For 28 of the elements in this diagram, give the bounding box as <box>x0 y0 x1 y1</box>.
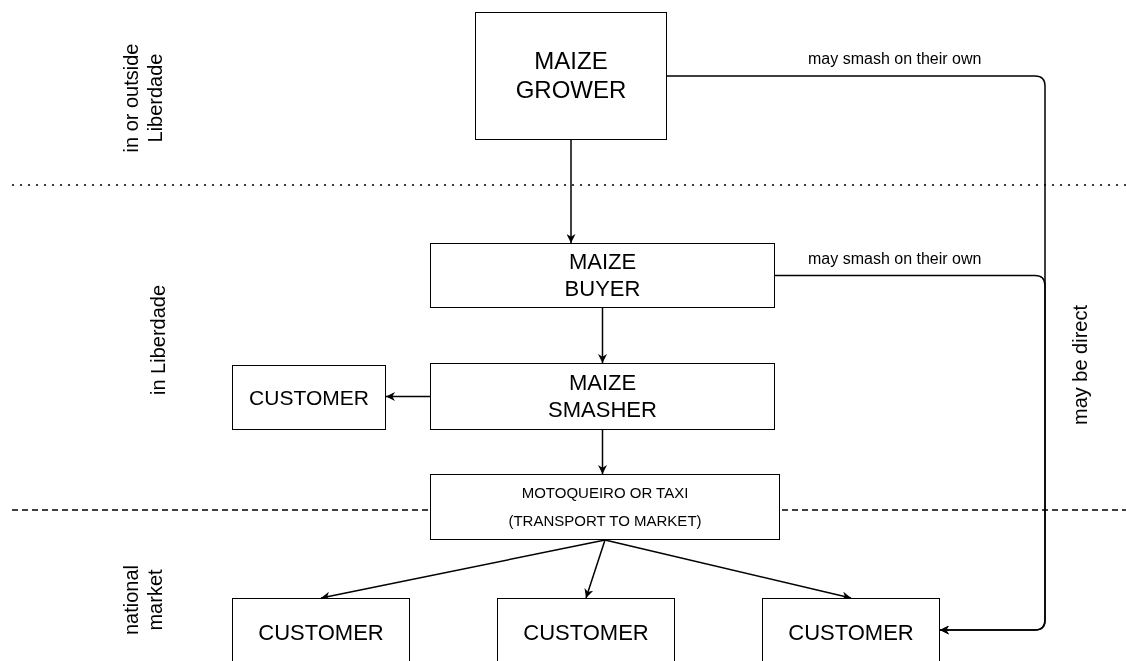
process-box <box>430 243 775 308</box>
arrow <box>598 307 607 364</box>
edge-label: may smash on their own <box>808 50 982 68</box>
arrow <box>584 539 606 599</box>
process-box <box>430 363 775 430</box>
zone-label: national market <box>119 563 167 638</box>
arrow <box>598 429 607 475</box>
arrow <box>385 392 431 401</box>
box-label: CUSTOMER <box>788 619 914 647</box>
process-box <box>430 474 780 540</box>
zone-label: in Liberdade <box>146 283 170 398</box>
box-label: MAIZE BUYER <box>563 249 642 302</box>
process-box <box>497 598 675 661</box>
box-label: CUSTOMER <box>258 619 384 647</box>
process-box <box>475 12 667 140</box>
box-label: MOTOQUEIRO OR TAXI (TRANSPORT TO MARKET) <box>507 482 703 531</box>
note-label: may be direct <box>1068 303 1092 428</box>
edge-label: may smash on their own <box>808 249 982 268</box>
box-label: CUSTOMER <box>523 619 649 647</box>
box-label: MAIZE SMASHER <box>547 370 658 423</box>
process-box <box>762 598 940 661</box>
process-box <box>232 598 410 661</box>
arrow <box>566 139 576 244</box>
process-box <box>232 365 386 430</box>
zone-label: in or outside Liberdade <box>119 42 167 155</box>
box-label: MAIZE GROWER <box>514 47 628 105</box>
box-label: CUSTOMER <box>249 384 369 411</box>
arrow <box>774 274 1046 635</box>
